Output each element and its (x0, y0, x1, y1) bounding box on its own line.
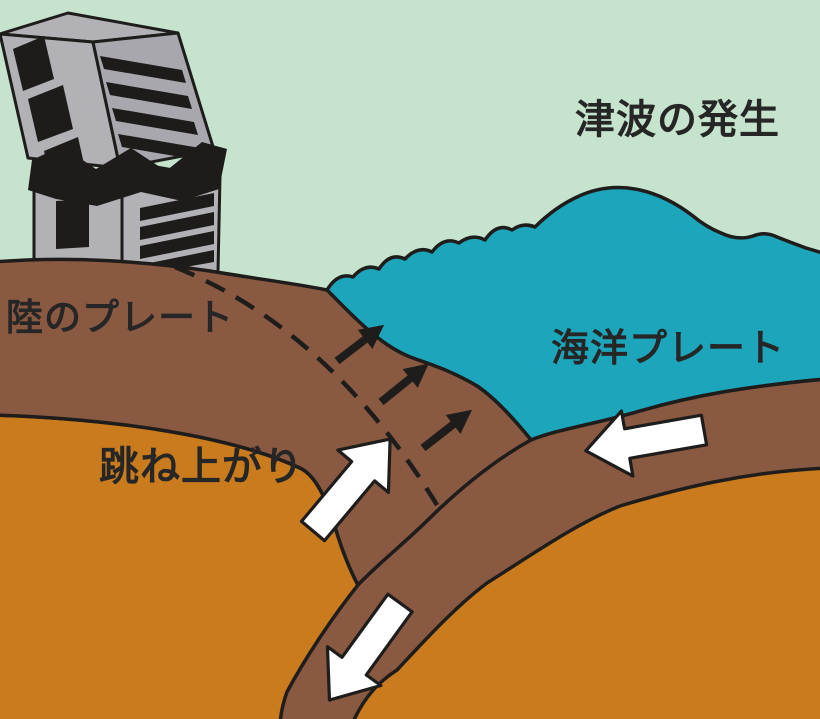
uplift-arrow (334, 324, 385, 365)
building-stripe (118, 134, 204, 161)
building-stripe (106, 82, 192, 109)
building-window (13, 36, 54, 91)
building-stripe (140, 231, 214, 259)
uplift-label: 跳ね上がり (99, 444, 304, 490)
collapsed-building (0, 11, 227, 275)
uplift-arrow (420, 409, 473, 452)
diagram-title: 津波の発生 (575, 97, 780, 143)
building-stripe (140, 193, 214, 221)
building-rubble (28, 142, 227, 206)
building-window (28, 85, 73, 142)
ocean-plate-label: 海洋プレート (551, 326, 786, 370)
fault-dashed-line (174, 264, 439, 507)
land-plate-label: 陸のプレート (6, 296, 234, 339)
uplift-arrows (334, 324, 473, 452)
building-stripe (112, 108, 198, 135)
uplift-arrow (378, 363, 429, 406)
oceanic-plate-slab (278, 377, 820, 719)
building-stripe (100, 56, 186, 83)
building-window (56, 199, 89, 249)
building-stripe (140, 212, 214, 240)
